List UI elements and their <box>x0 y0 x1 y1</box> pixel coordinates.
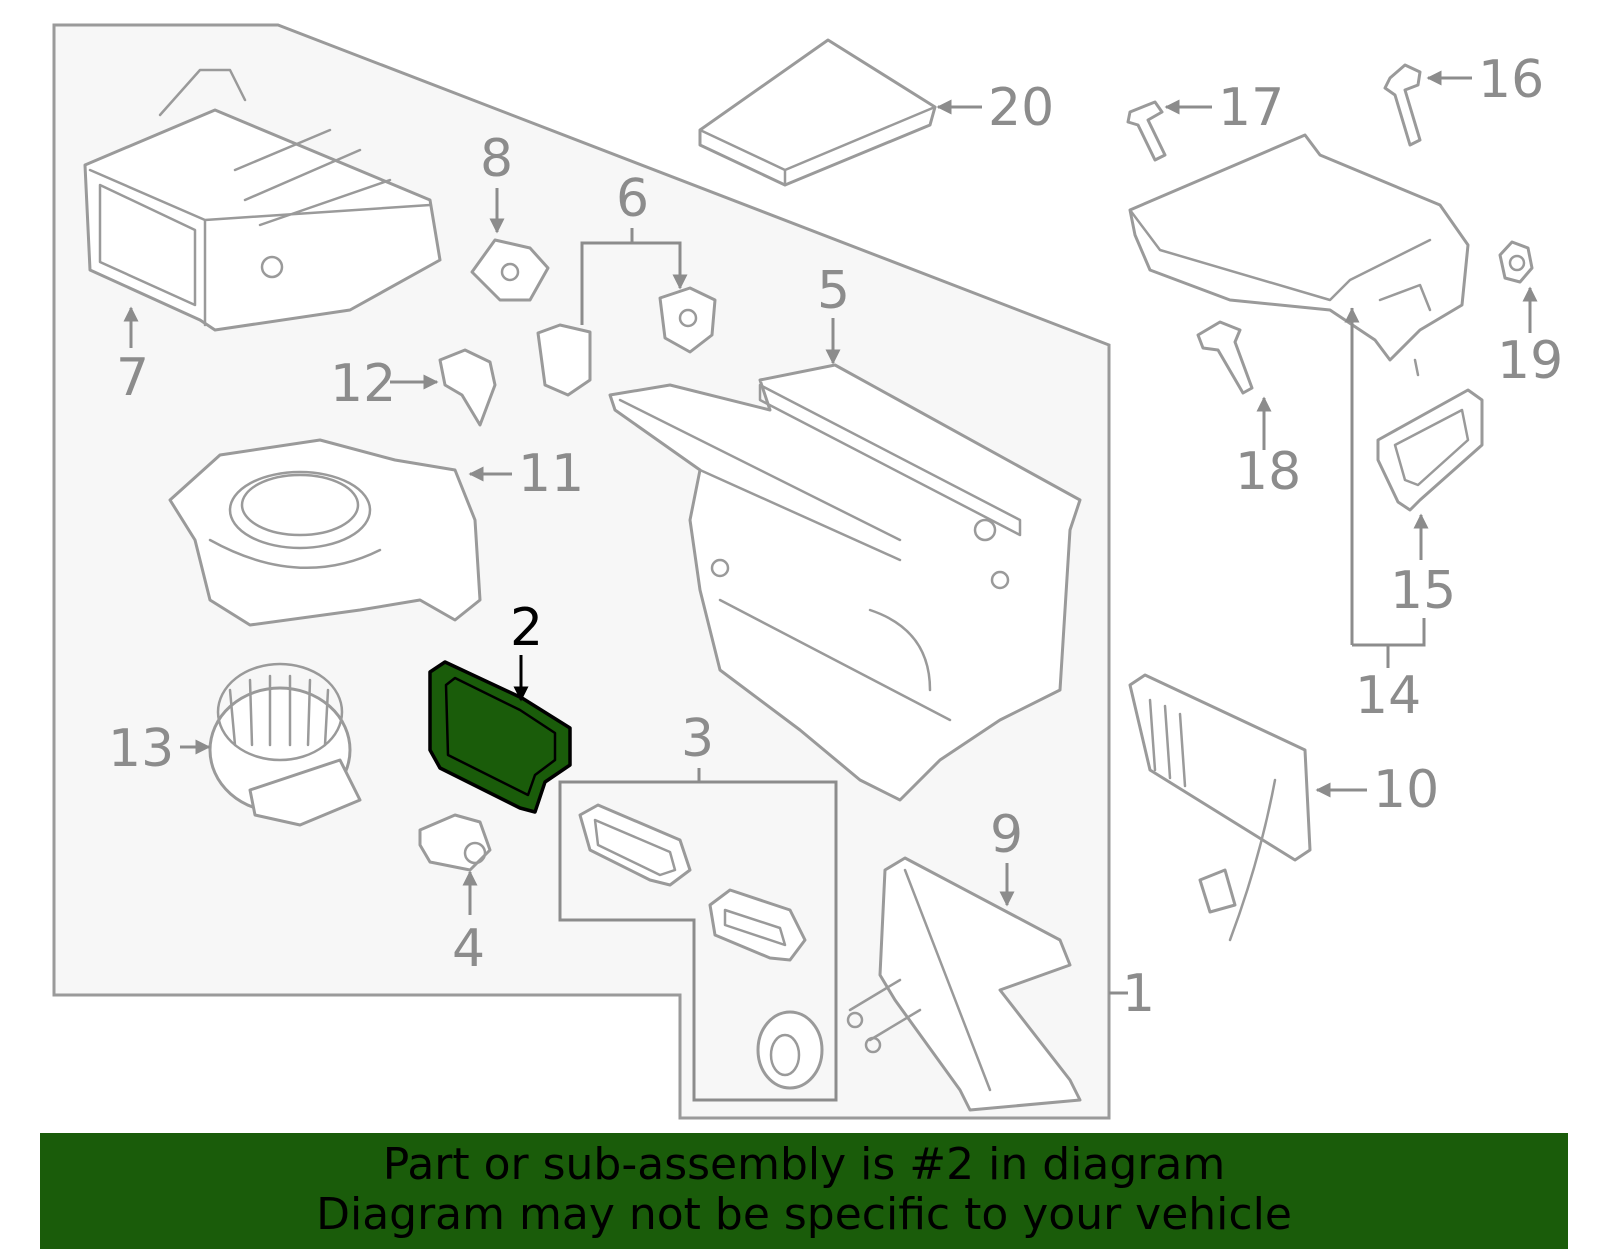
part-6-actuators <box>536 286 717 397</box>
part-2-filter-door <box>428 660 572 814</box>
group-3-box <box>558 780 838 1102</box>
callout-9: 9 <box>990 805 1023 865</box>
part-13-blower-motor <box>208 662 362 827</box>
callout-15: 15 <box>1390 561 1456 621</box>
part-8-actuator <box>470 238 550 302</box>
banner-line-2: Diagram may not be specific to your vehi… <box>316 1189 1292 1240</box>
callout-19: 19 <box>1497 331 1563 391</box>
part-5-hvac-case <box>608 363 1082 802</box>
callout-17: 17 <box>1218 78 1284 138</box>
part-3-grommets <box>578 803 824 1090</box>
part-17-clip <box>1126 100 1167 162</box>
banner-line-1: Part or sub-assembly is #2 in diagram <box>382 1139 1226 1190</box>
leader-lines <box>123 70 1538 995</box>
part-10-heater-core <box>1128 673 1312 942</box>
callout-13: 13 <box>108 719 174 779</box>
part-11-blower-housing <box>168 438 482 627</box>
part-4-valve <box>418 813 492 872</box>
callout-5: 5 <box>817 261 850 321</box>
callout-20: 20 <box>988 78 1054 138</box>
callout-2: 2 <box>510 598 543 658</box>
callout-11: 11 <box>518 444 584 504</box>
callout-6: 6 <box>616 169 649 229</box>
part-14-duct <box>1128 133 1470 377</box>
callout-18: 18 <box>1235 442 1301 502</box>
callout-10: 10 <box>1373 760 1439 820</box>
callout-3: 3 <box>681 709 714 769</box>
part-18-pushpin <box>1196 320 1254 395</box>
callout-12: 12 <box>330 354 396 414</box>
part-16-pushpin <box>1383 63 1422 147</box>
callout-1: 1 <box>1122 964 1155 1024</box>
callout-8: 8 <box>480 129 513 189</box>
callout-14: 14 <box>1355 666 1421 726</box>
callout-16: 16 <box>1478 50 1544 110</box>
info-banner: Part or sub-assembly is #2 in diagram Di… <box>40 1133 1568 1249</box>
part-15-seal <box>1376 388 1484 512</box>
part-20-cover <box>698 38 937 187</box>
part-7-inlet-housing <box>83 68 442 332</box>
callout-4: 4 <box>452 919 485 979</box>
part-19-plug <box>1498 240 1534 284</box>
part-9-evaporator <box>846 856 1082 1112</box>
part-12-bracket <box>438 348 497 427</box>
callout-7: 7 <box>116 348 149 408</box>
